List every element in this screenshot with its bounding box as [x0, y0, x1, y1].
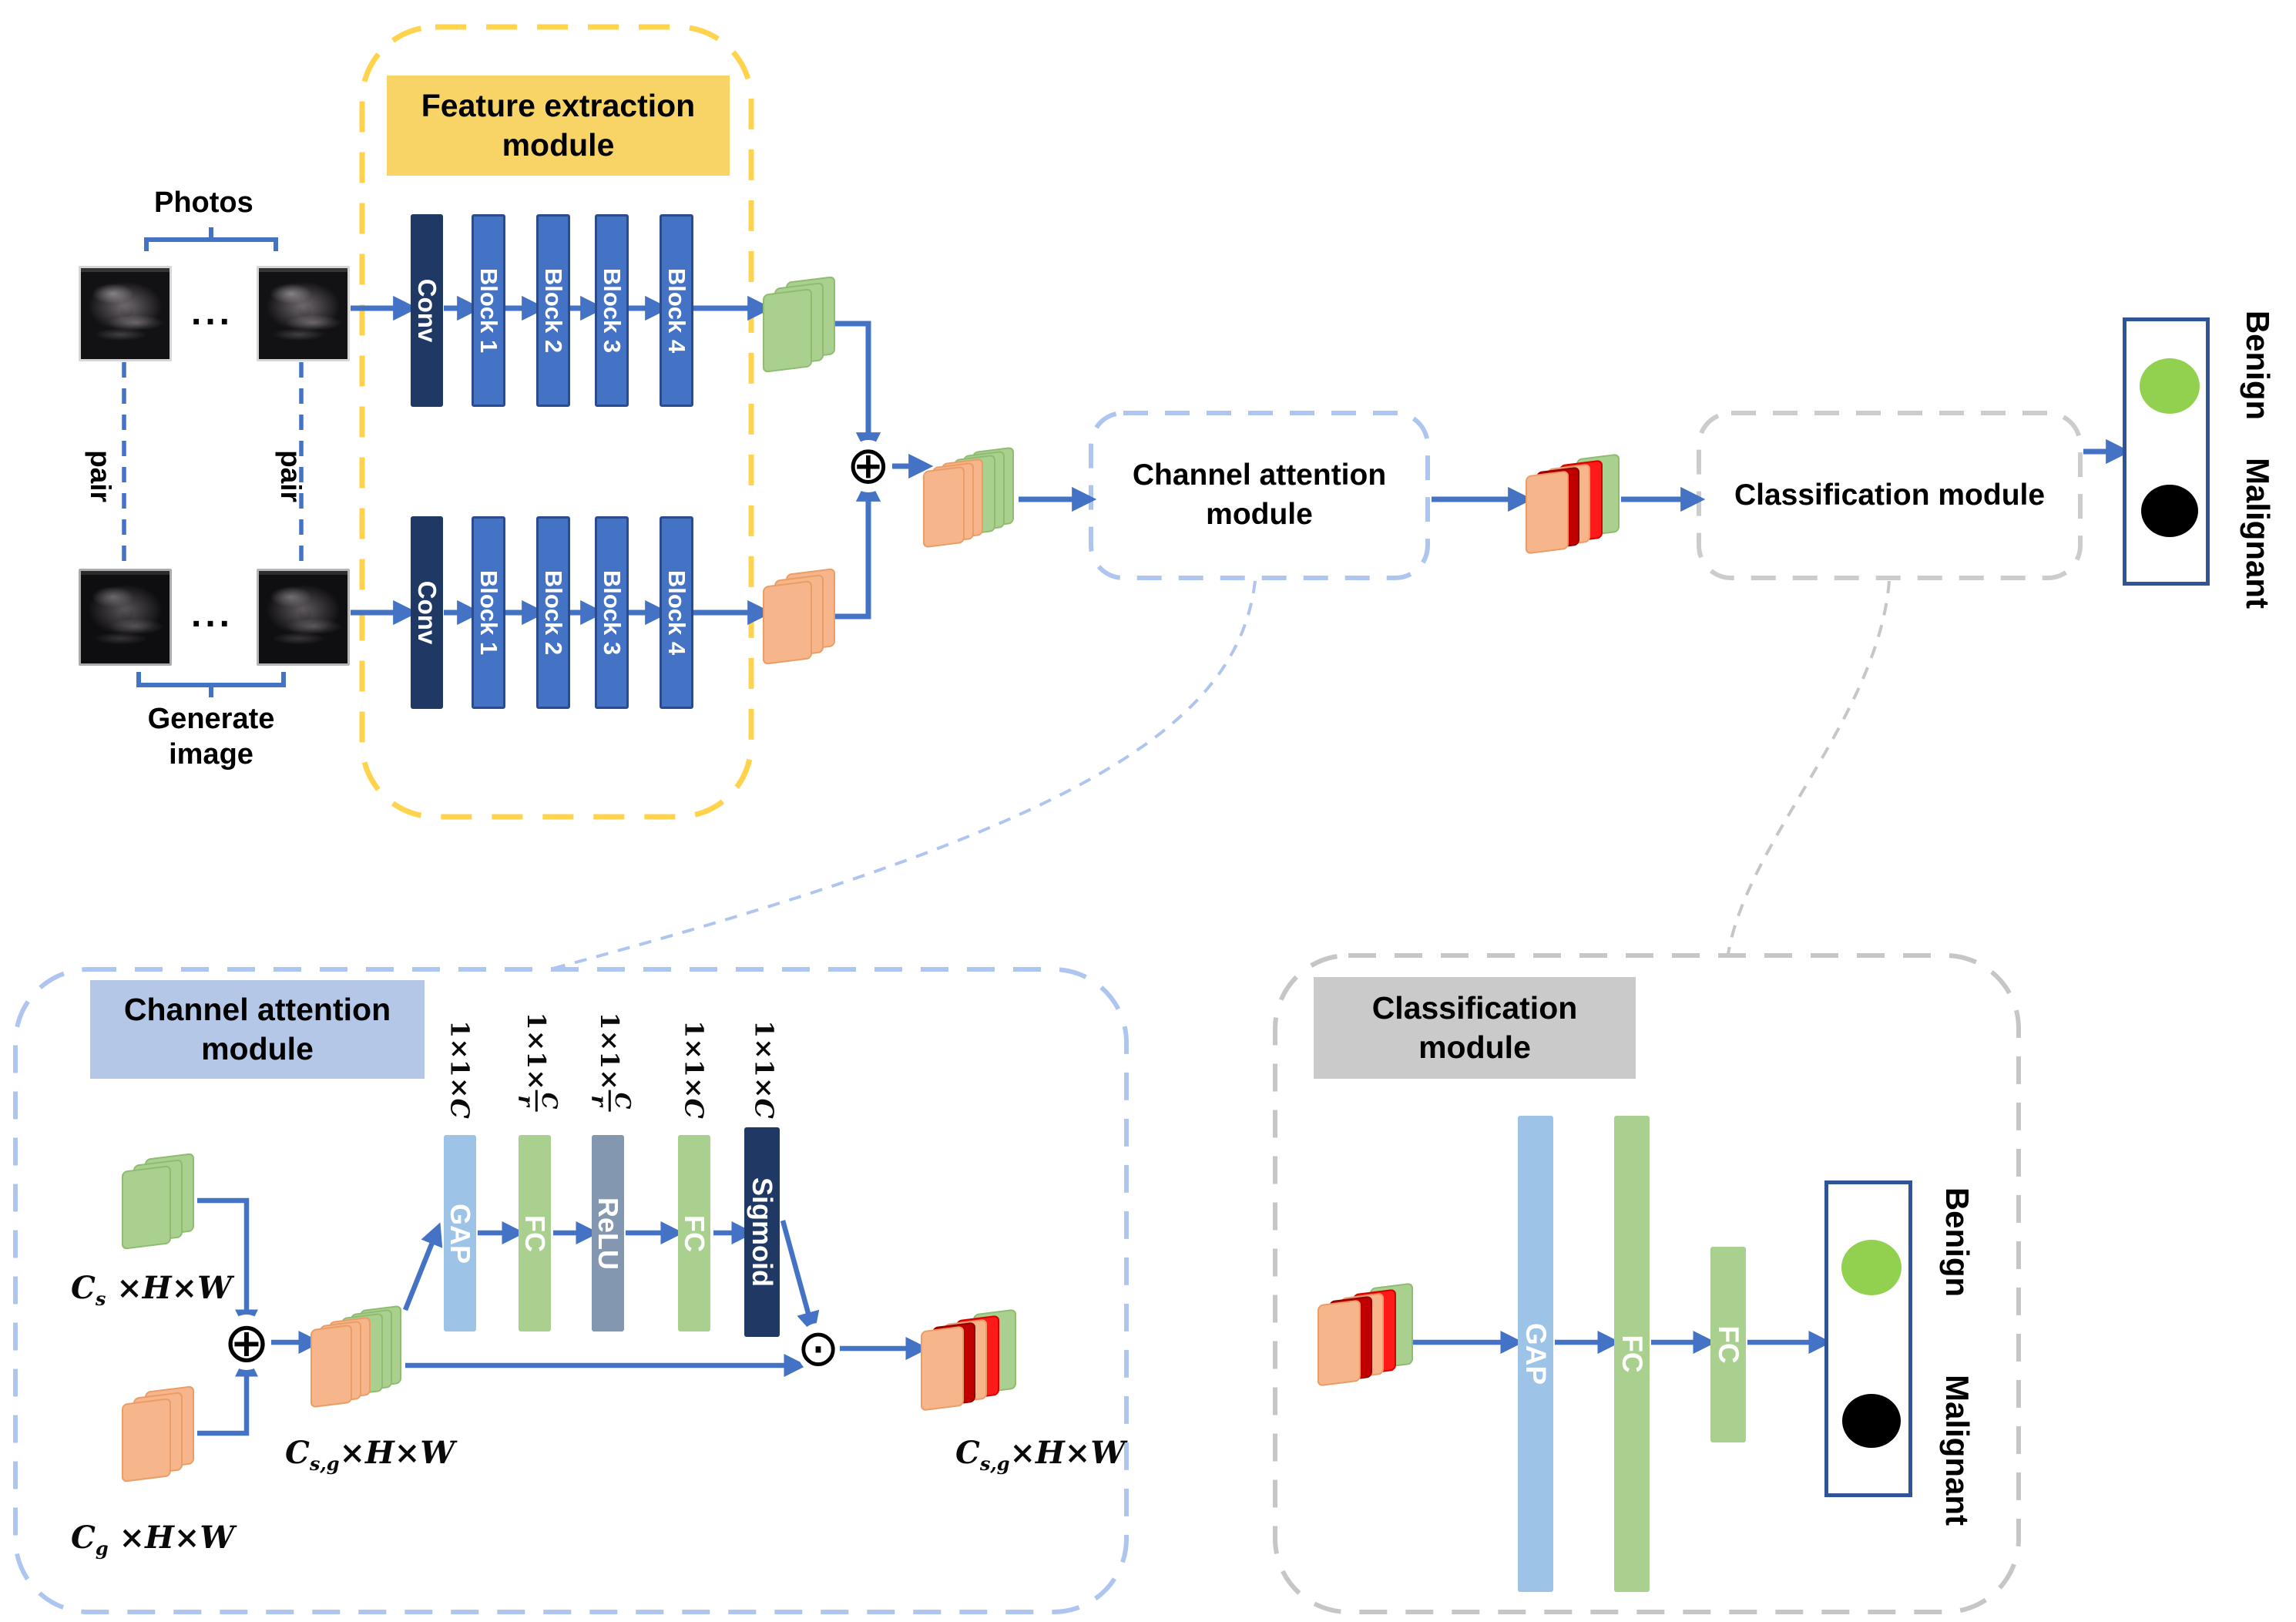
- photos-bracket: [144, 237, 278, 251]
- block2-bar-row2: Block 2: [536, 516, 570, 709]
- cam-gap-bar: GAP: [444, 1135, 476, 1332]
- cam-dim-fc2: 1×1×C: [679, 1020, 710, 1119]
- cam-gap-label: GAP: [445, 1203, 476, 1264]
- cls-input-stack: [1318, 1282, 1415, 1390]
- elementwise-sum-icon: ⊕: [846, 435, 891, 496]
- cam-merged-label: Cs,g×H×W: [285, 1435, 455, 1475]
- merged-feature-map-stack: [923, 446, 1017, 552]
- ultrasound-photo-2: [257, 266, 350, 361]
- block1-bar-row1: Block 1: [472, 214, 505, 407]
- cam-input-stack-g: [122, 1384, 208, 1484]
- channel-attention-box: Channel attention module: [1132, 458, 1387, 531]
- classification-box: Classification module: [1734, 478, 2046, 512]
- cam-relu-label: ReLU: [592, 1197, 624, 1270]
- cam-output-stack: [921, 1308, 1018, 1415]
- generated-image-2: [257, 569, 350, 666]
- feature-map-stack-photos: [763, 274, 849, 373]
- cam-fc2-bar: FC: [678, 1135, 710, 1332]
- block4-label-row1: Block 4: [663, 267, 690, 354]
- photos-ellipsis: ...: [191, 292, 234, 333]
- pair-label-right: pair: [275, 450, 307, 502]
- feature-extraction-title: Feature extraction module: [387, 76, 730, 176]
- block4-bar-row1: Block 4: [660, 214, 693, 407]
- conv-label-row2: Conv: [413, 580, 441, 645]
- malignant-label-top: Malignant: [2240, 458, 2276, 609]
- benign-dot-bottom: [1841, 1240, 1902, 1295]
- block4-label-row2: Block 4: [663, 569, 690, 656]
- cam-multiply-icon: ⊙: [797, 1318, 840, 1378]
- feature-extraction-module-border: [359, 24, 754, 820]
- generate-label-line1: Generate: [147, 703, 275, 735]
- result-box-top: [2123, 317, 2210, 586]
- cam-relu-bar: ReLU: [592, 1135, 624, 1332]
- pair-label-left: pair: [85, 450, 116, 502]
- block3-label-row1: Block 3: [599, 267, 626, 354]
- cam-sum-icon: ⊕: [223, 1310, 270, 1375]
- conv-bar-row2: Conv: [411, 516, 443, 709]
- block3-bar-row2: Block 3: [595, 516, 629, 709]
- generate-ellipsis: ...: [191, 594, 234, 635]
- benign-label-bottom: Benign: [1939, 1187, 1975, 1298]
- cam-detail-title: Channel attention module: [90, 980, 425, 1079]
- block4-bar-row2: Block 4: [660, 516, 693, 709]
- generate-label-line2: image: [169, 738, 253, 771]
- photos-label: Photos: [154, 186, 253, 219]
- block2-bar-row1: Block 2: [536, 214, 570, 407]
- block1-bar-row2: Block 1: [472, 516, 505, 709]
- cam-input-g-label: Cg ×H×W: [71, 1520, 235, 1560]
- cls-gap-bar: GAP: [1518, 1116, 1553, 1592]
- cam-dim-sigmoid: 1×1×C: [749, 1020, 780, 1119]
- cls-detail-panel-border: [1273, 953, 2021, 1614]
- malignant-dot-top: [2141, 485, 2198, 537]
- cam-detail-panel-border: [13, 967, 1129, 1614]
- cam-input-stack-s: [122, 1151, 208, 1250]
- malignant-dot-bottom: [1842, 1394, 1901, 1448]
- block3-label-row2: Block 3: [599, 569, 626, 656]
- ultrasound-photo-1: [79, 266, 172, 361]
- cam-zoom-connector: [543, 580, 1257, 972]
- cls-fc1-label: FC: [1616, 1335, 1648, 1373]
- cls-fc2-bar: FC: [1710, 1247, 1746, 1442]
- feature-map-stack-generated: [763, 566, 849, 665]
- cam-fc1-bar: FC: [519, 1135, 551, 1332]
- benign-label-top: Benign: [2240, 310, 2276, 421]
- block1-label-row2: Block 1: [475, 569, 502, 656]
- block3-bar-row1: Block 3: [595, 214, 629, 407]
- generated-image-1: [79, 569, 172, 666]
- attended-feature-map-stack: [1526, 453, 1623, 556]
- generate-bracket: [136, 672, 286, 687]
- cam-fc1-label: FC: [519, 1214, 551, 1252]
- cls-fc1-bar: FC: [1614, 1116, 1650, 1592]
- cam-output-label: Cs,g×H×W: [955, 1435, 1126, 1475]
- cls-zoom-connector: [1727, 580, 1891, 955]
- block2-label-row2: Block 2: [540, 569, 567, 656]
- cam-sigmoid-bar: Sigmoid: [744, 1127, 780, 1337]
- block1-label-row1: Block 1: [475, 267, 502, 354]
- cls-detail-title: Classification module: [1314, 977, 1636, 1079]
- conv-bar-row1: Conv: [411, 214, 443, 407]
- cls-gap-label: GAP: [1520, 1322, 1552, 1385]
- block2-label-row1: Block 2: [540, 267, 567, 354]
- result-box-bottom: [1824, 1180, 1912, 1497]
- cam-sigmoid-label: Sigmoid: [747, 1177, 778, 1287]
- benign-dot-top: [2140, 358, 2200, 414]
- cam-detail-arrows: [197, 1197, 929, 1436]
- cls-fc2-label: FC: [1713, 1325, 1744, 1364]
- cam-dim-gap: 1×1×C: [445, 1020, 475, 1119]
- malignant-label-bottom: Malignant: [1939, 1375, 1975, 1526]
- cam-input-s-label: Cs ×H×W: [71, 1270, 233, 1310]
- cam-merged-stack: [310, 1305, 404, 1412]
- conv-label-row1: Conv: [413, 278, 441, 343]
- cam-fc2-label: FC: [679, 1214, 710, 1252]
- pipeline-arrows: [1019, 438, 2131, 512]
